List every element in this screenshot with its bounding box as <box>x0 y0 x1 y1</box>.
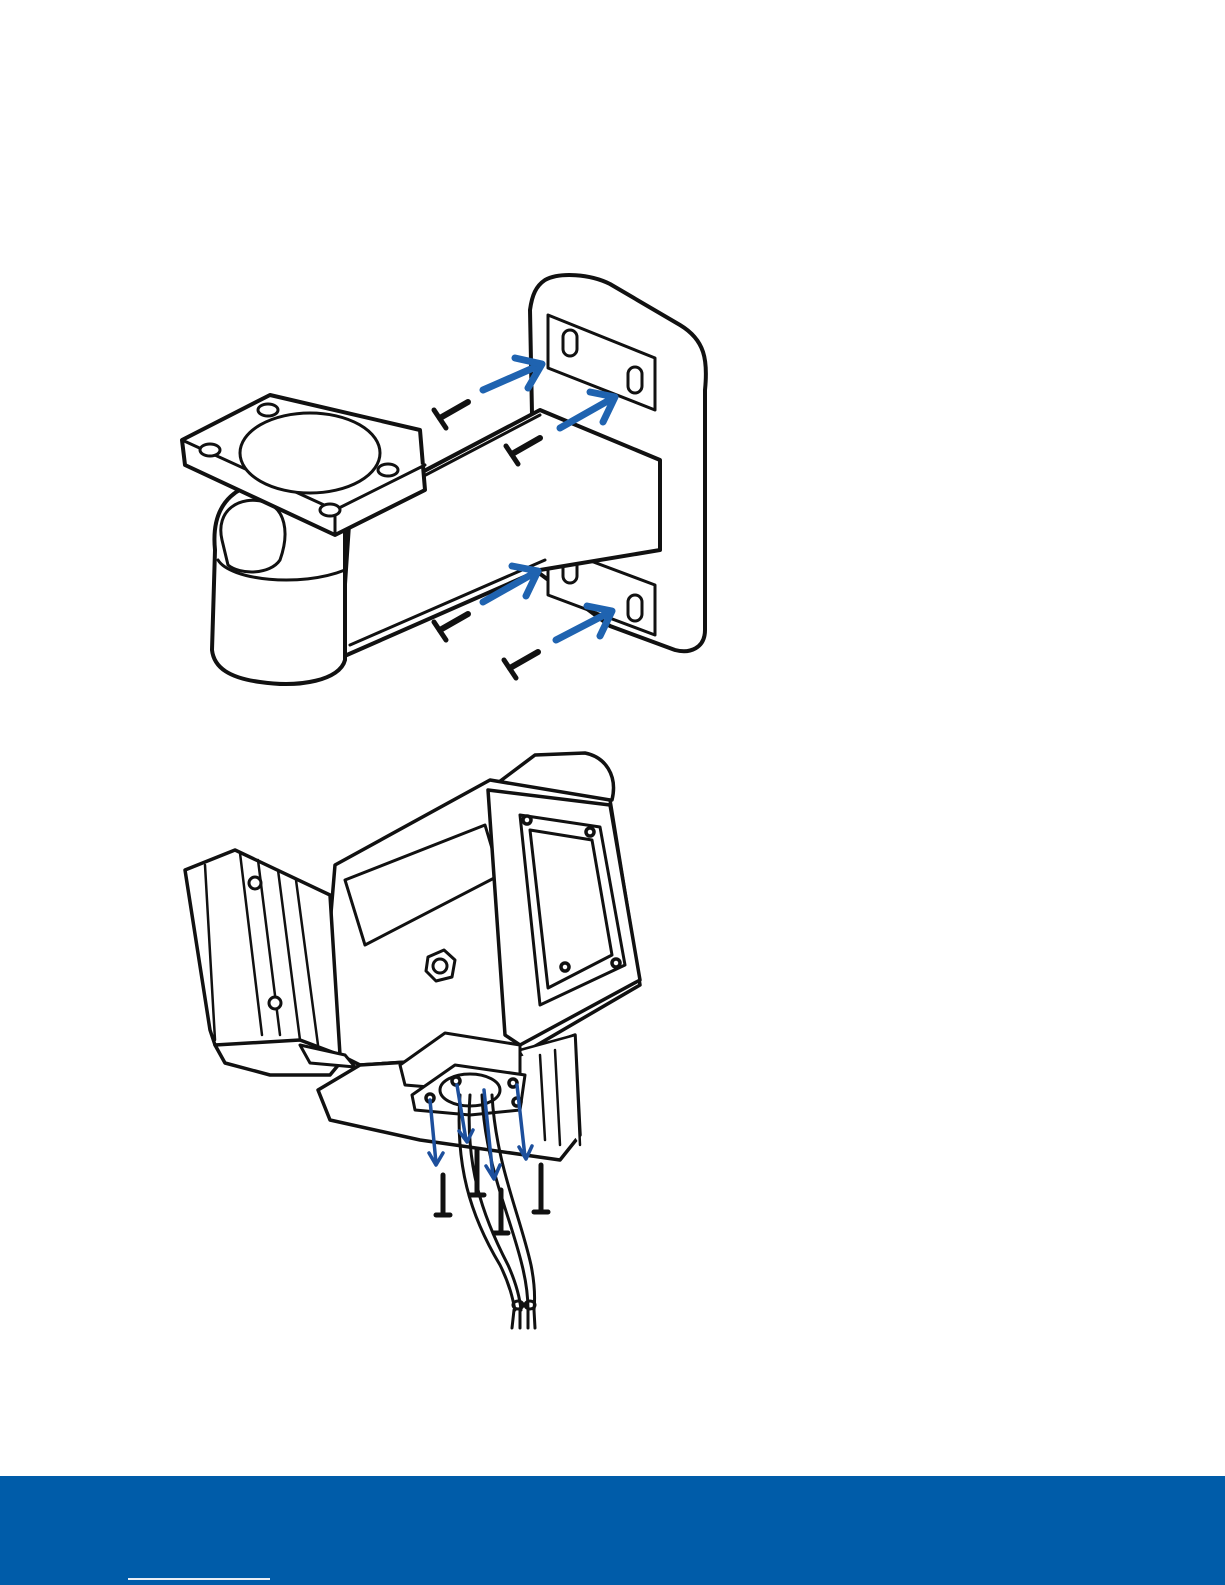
footer-band <box>0 1476 1225 1585</box>
footer-link-underline <box>128 1578 270 1580</box>
wall-mount-bracket-icon <box>0 270 1225 700</box>
camera-housing-illustration <box>0 745 1225 1345</box>
wall-bracket-illustration <box>0 270 1225 700</box>
camera-housing-icon <box>0 745 1225 1345</box>
